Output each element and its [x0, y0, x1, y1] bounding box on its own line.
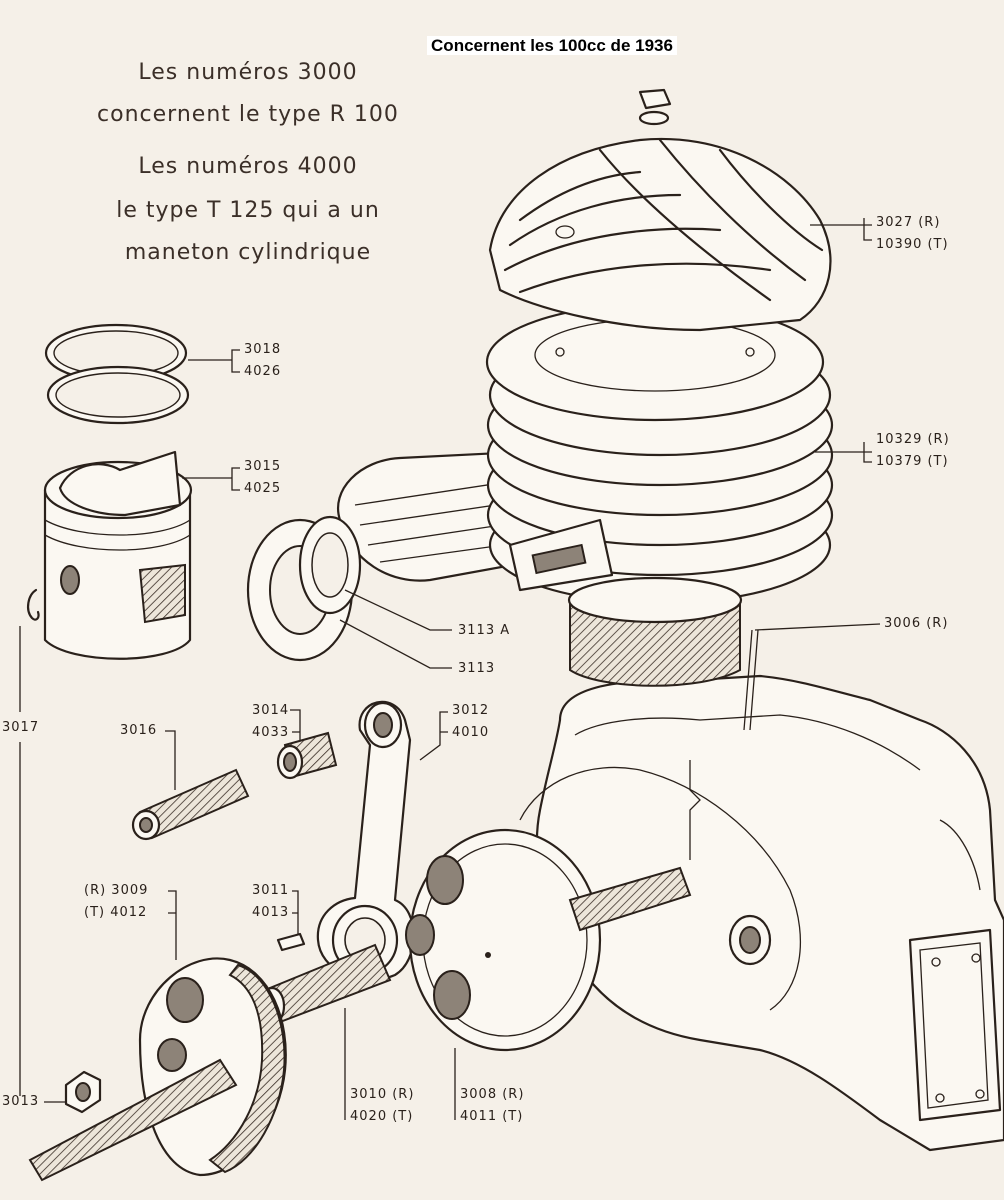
label-cylinder-r: 10329 (R)	[876, 432, 950, 447]
label-cylinder-head: 3027 (R) 10390 (T)	[876, 212, 949, 256]
label-small-end-bush-t: 4033	[252, 725, 290, 740]
leader-lines	[19, 218, 881, 1120]
intro-line-5: maneton cylindrique	[124, 240, 372, 265]
label-crank-pin-t: 4020 (T)	[350, 1109, 414, 1124]
label-piston-t: 4025	[244, 481, 282, 496]
label-left-flywheel-t: (T) 4012	[84, 905, 148, 920]
intro-line-3: Les numéros 4000	[138, 154, 358, 179]
exhaust-nuts-drawing	[246, 515, 362, 662]
piston-drawing	[43, 450, 193, 660]
label-small-end-bush-r: 3014	[252, 703, 290, 718]
label-piston-r: 3015	[244, 459, 282, 474]
label-connecting-rod: 3012 4010	[452, 700, 489, 744]
label-connecting-rod-t: 4010	[452, 725, 490, 740]
label-piston-rings: 3018 4026	[244, 339, 281, 383]
label-circlip: 3017	[2, 720, 40, 735]
label-stud: 3006 (R)	[884, 616, 949, 631]
connecting-rod-drawing	[316, 700, 415, 982]
label-piston: 3015 4025	[244, 456, 281, 500]
piston-rings-drawing	[44, 323, 190, 425]
label-key-r: 3011	[252, 883, 290, 898]
right-flywheel-drawing	[405, 828, 692, 1052]
stud-drawing	[743, 629, 759, 731]
intro-line-4: le type T 125 qui a un	[116, 198, 380, 223]
label-cylinder-head-t: 10390 (T)	[876, 237, 949, 252]
label-crank-pin: 3010 (R) 4020 (T)	[350, 1084, 414, 1128]
circlip-drawing	[26, 588, 40, 621]
label-connecting-rod-r: 3012	[452, 703, 490, 718]
label-gudgeon-pin: 3016	[120, 723, 158, 738]
label-right-flywheel: 3008 (R) 4011 (T)	[460, 1084, 524, 1128]
label-right-flywheel-r: 3008 (R)	[460, 1087, 525, 1102]
intro-line-1: Les numéros 3000	[138, 60, 358, 85]
key-drawing	[276, 932, 306, 952]
label-small-end-bush: 3014 4033	[252, 700, 289, 744]
label-left-flywheel: (R) 3009 (T) 4012	[84, 880, 148, 924]
diagram-title-text: Concernent les 100cc de 1936	[427, 36, 677, 55]
label-key: 3011 4013	[252, 880, 289, 924]
label-cylinder: 10329 (R) 10379 (T)	[876, 429, 950, 473]
intro-line-2: concernent le type R 100	[97, 102, 399, 127]
left-flywheel-drawing	[28, 957, 287, 1182]
label-piston-rings-t: 4026	[244, 364, 282, 379]
label-cylinder-head-r: 3027 (R)	[876, 215, 941, 230]
cylinder-drawing	[337, 302, 834, 687]
label-crank-pin-r: 3010 (R)	[350, 1087, 415, 1102]
label-left-flywheel-r: (R) 3009	[84, 883, 149, 898]
label-cylinder-t: 10379 (T)	[876, 454, 949, 469]
small-end-bush-drawing	[276, 731, 338, 780]
label-right-flywheel-t: 4011 (T)	[460, 1109, 524, 1124]
label-crank-nut: 3013	[2, 1094, 40, 1109]
label-exhaust-nut: 3113	[458, 661, 496, 676]
gudgeon-pin-drawing	[131, 768, 250, 841]
cylinder-head-drawing	[488, 88, 832, 332]
diagram-title: Concernent les 100cc de 1936	[0, 36, 1004, 56]
crank-nut-drawing	[64, 1070, 102, 1114]
label-key-t: 4013	[252, 905, 290, 920]
label-exhaust-nut-a: 3113 A	[458, 623, 511, 638]
label-piston-rings-r: 3018	[244, 342, 282, 357]
